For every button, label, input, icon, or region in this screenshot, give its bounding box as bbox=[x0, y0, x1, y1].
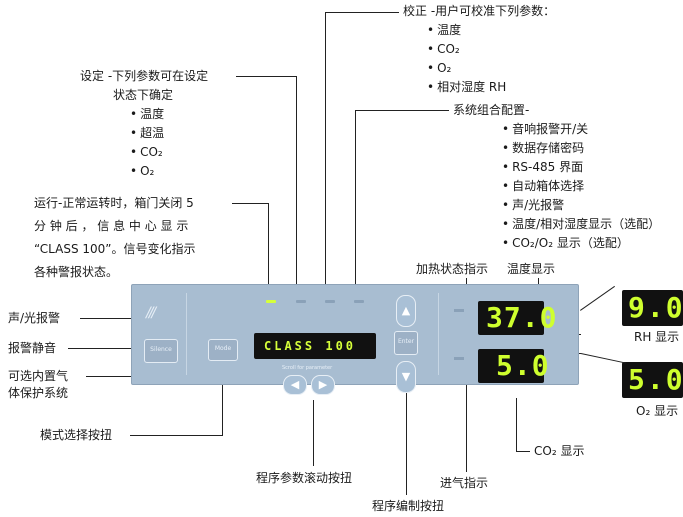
heat-led bbox=[454, 309, 464, 312]
o2-display: 5.0 bbox=[622, 362, 683, 398]
mode-key-label: Mode bbox=[214, 345, 232, 352]
temp-display-label: 温度显示 bbox=[507, 262, 556, 276]
setting-title-1: 设定 -下列参数可在设定 bbox=[80, 69, 209, 83]
scroll-right-icon: ▶ bbox=[318, 378, 328, 391]
edit-leader bbox=[406, 377, 407, 495]
co2-leader-v bbox=[516, 398, 517, 452]
setting-item-temp: 温度 bbox=[130, 107, 164, 122]
rh-value: 9.0 bbox=[628, 291, 683, 324]
co2-value: 5.0 bbox=[496, 349, 550, 382]
co2-display: 5.0 bbox=[478, 349, 549, 383]
config-item-5: 声/光报警 bbox=[502, 198, 564, 213]
mode-leader-v bbox=[222, 362, 223, 436]
setting-item-co2: CO₂ bbox=[130, 145, 163, 160]
calibrate-title: 校正 -用户可校准下列参数： bbox=[403, 4, 556, 18]
setting-title-2: 状态下确定 bbox=[113, 88, 174, 102]
calibrate-leader-h bbox=[325, 12, 399, 13]
run-leader-v bbox=[268, 203, 269, 298]
mute-leader bbox=[68, 348, 146, 349]
alarm-leader bbox=[80, 318, 146, 319]
config-item-1: 音响报警开/关 bbox=[502, 122, 588, 137]
run-line-4: 各种警报状态。 bbox=[34, 265, 119, 279]
config-item-3: RS-485 界面 bbox=[502, 160, 583, 175]
calibrate-item-co2: CO₂ bbox=[427, 42, 460, 57]
sound-light-alarm-label: 声/光报警 bbox=[8, 311, 61, 325]
message-lcd: CLASS 100 bbox=[254, 333, 376, 359]
rh-display-label: RH 显示 bbox=[634, 330, 680, 344]
scroll-right-button[interactable]: ▶ bbox=[311, 375, 335, 395]
gas-protect-label-1: 可选内置气 bbox=[8, 369, 69, 383]
scroll-left-icon: ◀ bbox=[290, 378, 300, 391]
mode-knob-label: 模式选择按扭 bbox=[40, 428, 113, 442]
config-item-2: 数据存储密码 bbox=[502, 141, 584, 156]
scroll-leader bbox=[313, 400, 314, 466]
setting-item-overtemp: 超温 bbox=[130, 126, 164, 141]
mode-leader-h bbox=[130, 435, 222, 436]
run-line-2: 分 钟 后 ， 信 息 中 心 显 示 bbox=[34, 219, 189, 233]
gas-protect-label-2: 体保护系统 bbox=[8, 386, 69, 400]
run-leader-h bbox=[232, 203, 268, 204]
setting-led bbox=[296, 300, 306, 303]
setting-leader-v bbox=[296, 76, 297, 298]
rh-leader-2 bbox=[580, 285, 615, 311]
config-item-4: 自动箱体选择 bbox=[502, 179, 584, 194]
alarm-light-icon: /// bbox=[146, 305, 156, 321]
mode-button[interactable]: Mode bbox=[208, 339, 238, 361]
enter-key-label: Enter bbox=[397, 338, 415, 345]
o2-value: 5.0 bbox=[628, 363, 683, 396]
config-item-7: CO₂/O₂ 显示（选配） bbox=[502, 236, 629, 251]
program-down-button[interactable]: ▼ bbox=[396, 361, 416, 393]
gas-in-leader bbox=[466, 370, 467, 472]
setting-leader-h bbox=[236, 76, 296, 77]
heat-indicator-label: 加热状态指示 bbox=[416, 262, 489, 276]
o2-leader-2 bbox=[580, 353, 626, 364]
program-up-button[interactable]: ▲ bbox=[396, 295, 416, 327]
calibrate-item-rh: 相对湿度 RH bbox=[427, 80, 506, 95]
gas-in-label: 进气指示 bbox=[440, 476, 489, 490]
control-panel: /// Silence Mode CLASS 100 Scroll for pa… bbox=[131, 284, 579, 395]
config-title: 系统组合配置- bbox=[453, 103, 530, 117]
scroll-knob-label: 程序参数滚动按扭 bbox=[256, 471, 353, 485]
silence-button[interactable]: Silence bbox=[144, 339, 178, 363]
co2-display-label: CO₂ 显示 bbox=[534, 444, 585, 458]
o2-display-label: O₂ 显示 bbox=[636, 404, 679, 418]
message-lcd-text: CLASS 100 bbox=[264, 339, 357, 353]
alarm-mute-label: 报警静音 bbox=[8, 341, 57, 355]
temp-value: 37.0 bbox=[486, 301, 558, 334]
edit-knob-label: 程序编制按扭 bbox=[372, 499, 445, 513]
silence-key-label: Silence bbox=[150, 346, 172, 353]
run-line-1: 运行-正常运转时，箱门关闭 5 bbox=[34, 196, 194, 210]
rh-display: 9.0 bbox=[622, 290, 683, 326]
down-arrow-icon: ▼ bbox=[401, 370, 411, 383]
gas-in-led bbox=[454, 357, 464, 360]
scroll-left-button[interactable]: ◀ bbox=[283, 375, 307, 395]
enter-button[interactable]: Enter bbox=[394, 331, 418, 355]
panel-divider-left bbox=[186, 293, 187, 375]
run-led bbox=[266, 300, 276, 303]
scroll-caption: Scroll for parameter bbox=[282, 365, 333, 371]
run-line-3: “CLASS 100”。信号变化指示 bbox=[34, 242, 196, 256]
up-arrow-icon: ▲ bbox=[401, 304, 411, 317]
calibrate-led bbox=[325, 300, 335, 303]
temp-display: 37.0 bbox=[478, 301, 556, 335]
calibrate-leader-v bbox=[325, 12, 326, 298]
gas-leader bbox=[86, 376, 146, 377]
calibrate-item-temp: 温度 bbox=[427, 23, 461, 38]
calibrate-item-o2: O₂ bbox=[427, 61, 451, 76]
config-item-6: 温度/相对湿度显示（选配） bbox=[502, 217, 660, 232]
config-leader-v bbox=[355, 110, 356, 298]
setting-item-o2: O₂ bbox=[130, 164, 154, 179]
co2-leader-h bbox=[516, 451, 530, 452]
panel-divider-right bbox=[438, 293, 439, 375]
config-leader-h bbox=[355, 110, 449, 111]
config-led bbox=[354, 300, 364, 303]
